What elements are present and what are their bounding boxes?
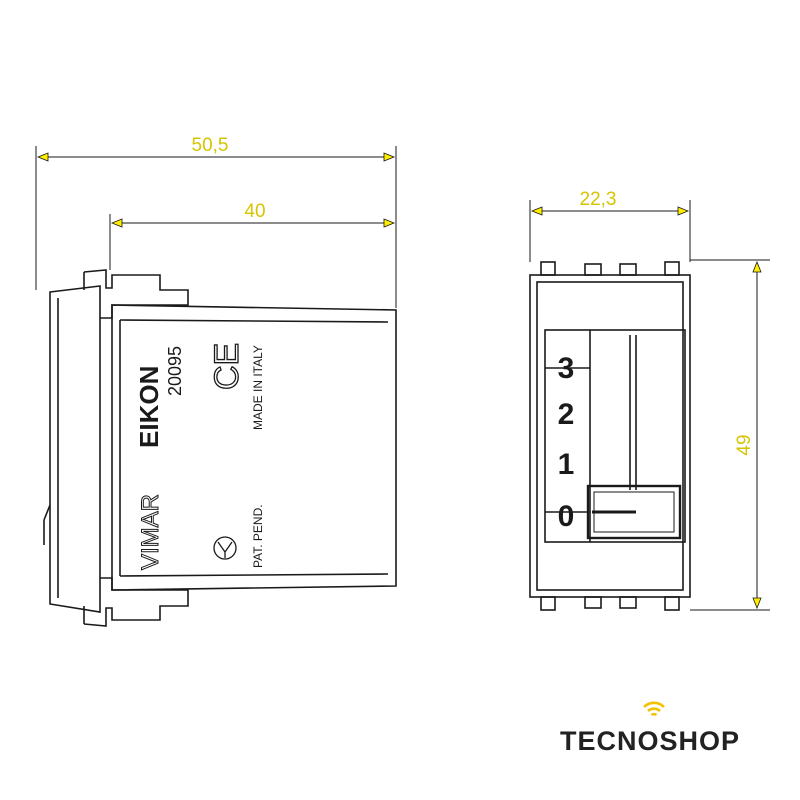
- position-2: 2: [558, 398, 575, 431]
- patent-pending: PAT. PEND.: [251, 504, 265, 568]
- switch-window: [544, 329, 686, 543]
- dim-body-length: 40: [244, 201, 265, 222]
- model-number: 20095: [165, 346, 185, 396]
- side-markings: EIKON 20095 CE MADE IN ITALY VIMAR PAT. …: [134, 342, 265, 570]
- side-view: [43, 269, 397, 627]
- made-in-italy: MADE IN ITALY: [251, 345, 265, 430]
- position-0: 0: [558, 500, 575, 533]
- position-1: 1: [558, 448, 575, 481]
- brand-eikon: EIKON: [134, 366, 164, 448]
- wifi-signal-icon: [643, 701, 665, 717]
- ce-mark: CE: [208, 343, 246, 390]
- logo-text: TECNOSHOP: [560, 726, 741, 756]
- front-view: [529, 261, 691, 611]
- tecnoshop-logo: TECNOSHOP: [560, 701, 770, 760]
- dim-front-height: 49: [734, 434, 755, 455]
- dim-total-length: 50,5: [192, 135, 229, 156]
- dimension-lines: [35, 146, 770, 611]
- side-body: [111, 304, 397, 591]
- position-labels: 3 2 1 0: [558, 352, 575, 533]
- dimension-labels: 50,5 40 22,3 49: [192, 135, 755, 456]
- certification-symbol-icon: [213, 536, 237, 560]
- brand-vimar: VIMAR: [137, 494, 164, 570]
- position-3: 3: [558, 352, 575, 385]
- dim-front-width: 22,3: [580, 189, 617, 210]
- front-inner-frame: [536, 281, 684, 591]
- front-outer-frame: [529, 274, 691, 598]
